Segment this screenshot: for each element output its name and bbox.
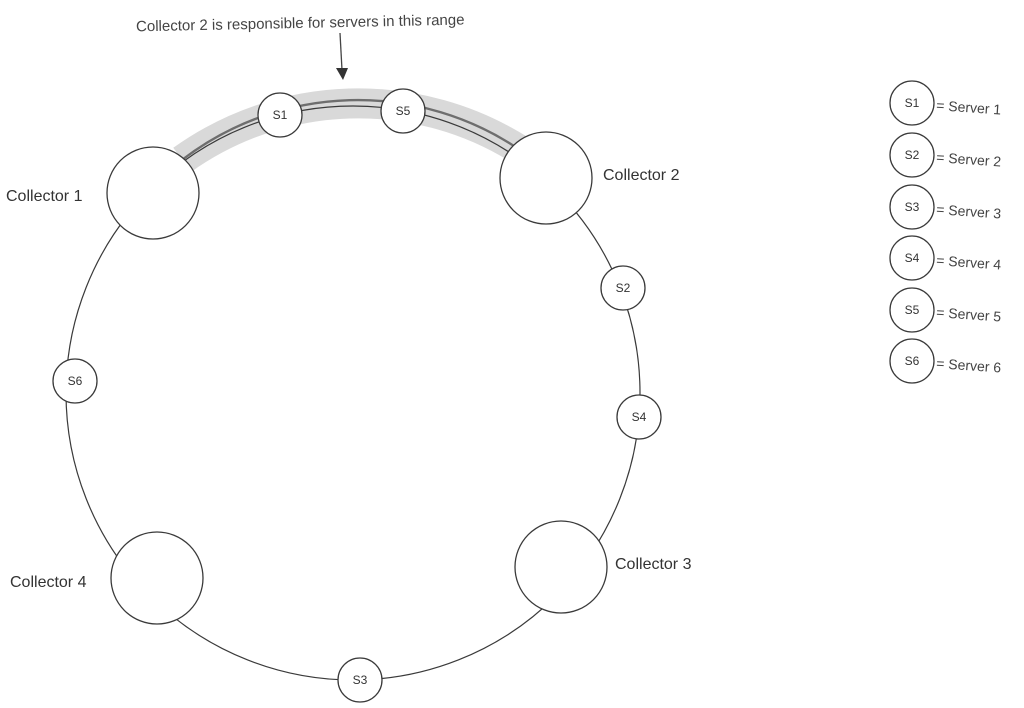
svg-text:S3: S3 (905, 200, 920, 214)
svg-text:S1: S1 (273, 108, 288, 122)
collector-1: Collector 1 (6, 146, 200, 240)
svg-text:= Server 4: = Server 4 (936, 252, 1002, 273)
legend-item-s6: S6 = Server 6 (889, 338, 1002, 384)
legend-item-s3: S3 = Server 3 (889, 184, 1002, 230)
collector-2: Collector 2 (499, 131, 680, 225)
svg-text:S3: S3 (353, 673, 368, 687)
svg-text:= Server 3: = Server 3 (936, 201, 1002, 222)
svg-text:S5: S5 (905, 303, 920, 317)
server-node-s4: S4 (616, 394, 662, 440)
collector-2-label: Collector 2 (603, 167, 680, 184)
svg-text:= Server 2: = Server 2 (936, 149, 1002, 170)
legend: S1 = Server 1 S2 = Server 2 S3 = Server … (889, 80, 1002, 384)
server-node-s2: S2 (600, 265, 646, 311)
server-node-s5: S5 (380, 88, 426, 134)
range-annotation: Collector 2 is responsible for servers i… (136, 11, 465, 35)
legend-item-s2: S2 = Server 2 (889, 132, 1002, 178)
collector-4: Collector 4 (10, 531, 204, 625)
annotation-arrow (336, 32, 348, 80)
svg-text:S2: S2 (616, 281, 631, 295)
svg-text:S6: S6 (905, 354, 920, 368)
svg-text:S5: S5 (396, 104, 411, 118)
collector-3: Collector 3 (514, 520, 692, 614)
legend-item-s1: S1 = Server 1 (889, 80, 1002, 126)
svg-text:= Server 1: = Server 1 (936, 97, 1002, 118)
collector-3-label: Collector 3 (615, 556, 692, 573)
svg-text:S2: S2 (905, 148, 920, 162)
server-node-s3: S3 (337, 657, 383, 703)
collector-1-label: Collector 1 (6, 188, 83, 205)
svg-text:= Server 5: = Server 5 (936, 304, 1002, 325)
legend-item-s5: S5 = Server 5 (889, 287, 1002, 333)
server-node-s6: S6 (52, 358, 98, 404)
svg-text:S1: S1 (905, 96, 920, 110)
server-node-s1: S1 (257, 92, 303, 138)
collector-2-range-line (181, 98, 521, 161)
svg-text:S4: S4 (632, 410, 647, 424)
collector-2-range-highlight (173, 88, 528, 173)
svg-text:S6: S6 (68, 374, 83, 388)
legend-item-s4: S4 = Server 4 (889, 235, 1002, 281)
svg-text:S4: S4 (905, 251, 920, 265)
svg-text:= Server 6: = Server 6 (936, 355, 1002, 376)
collector-4-label: Collector 4 (10, 574, 87, 591)
